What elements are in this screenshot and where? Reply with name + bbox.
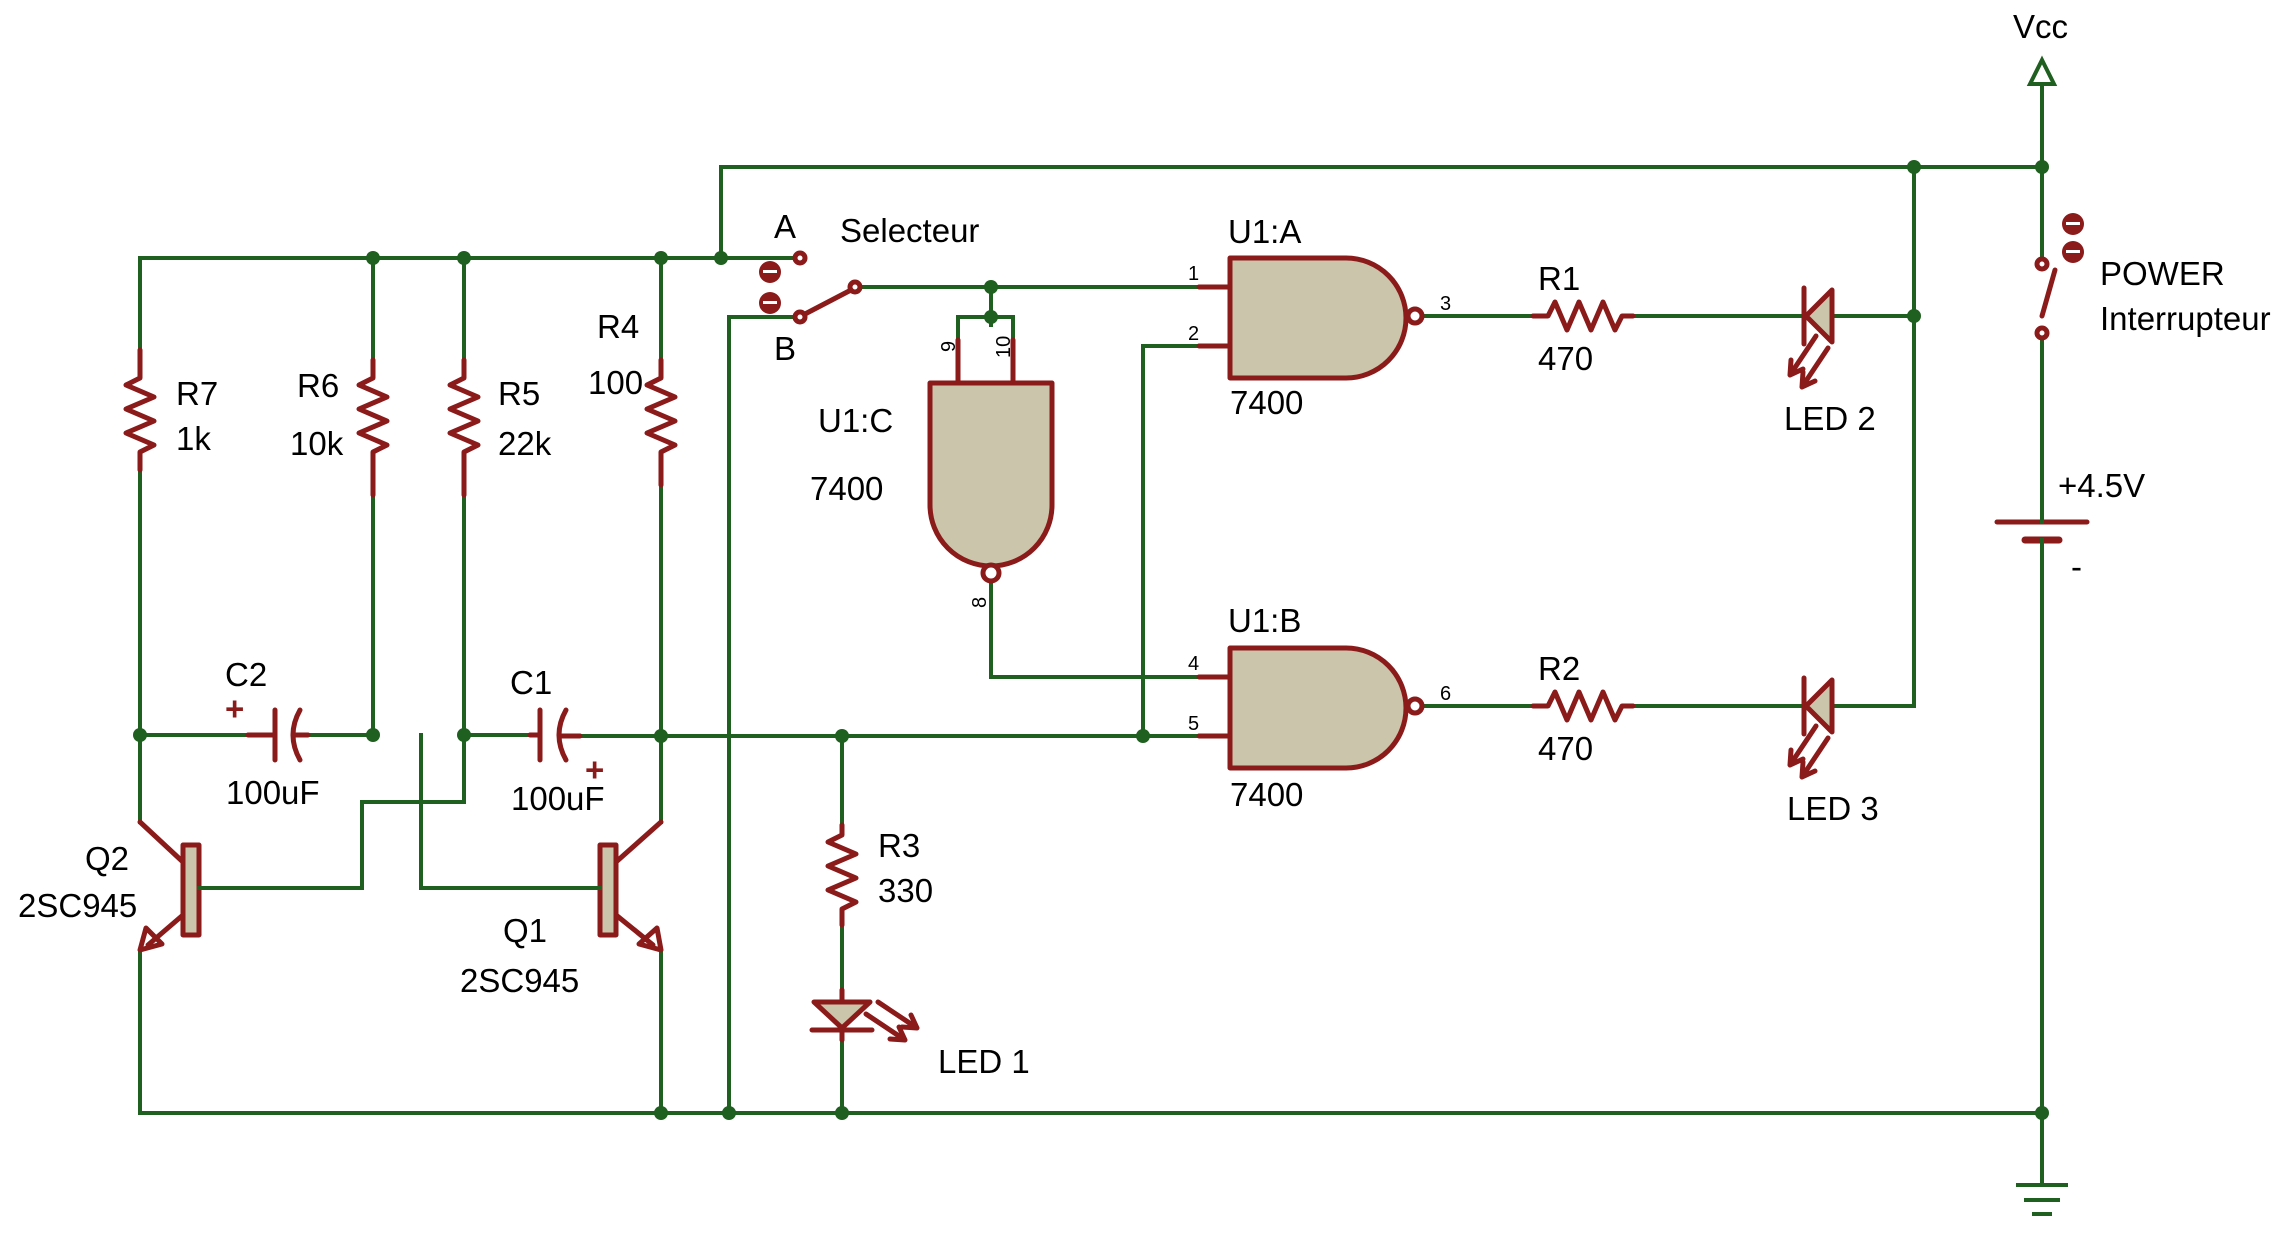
led-3: LED 3	[1787, 675, 1879, 827]
nand-gate-u1c: U1:C 7400 9 10 8	[810, 336, 1055, 608]
transistor-q2: Q2 2SC945	[18, 819, 207, 953]
component-label: B	[774, 330, 796, 367]
vcc-label: Vcc	[2013, 8, 2068, 45]
junction	[835, 1106, 849, 1120]
component-label: 7400	[810, 470, 883, 507]
led-2-label: LED 2	[1784, 400, 1876, 437]
component-label: A	[774, 208, 796, 245]
component-label: 100uF	[511, 780, 605, 817]
selector-switch: A B Selecteur	[759, 208, 979, 367]
led-2: LED 2	[1784, 285, 1876, 437]
capacitor-c1: C1 + 100uF	[510, 664, 605, 817]
junction	[722, 1106, 736, 1120]
component-label: +	[585, 751, 604, 788]
battery-minus-label: -	[2071, 548, 2082, 585]
component-label: 470	[1538, 340, 1593, 377]
component-label: 100	[588, 364, 643, 401]
ground-symbol	[2016, 1183, 2068, 1216]
capacitor-c2: C2 + 100uF	[225, 656, 320, 811]
component-label: 7400	[1230, 776, 1303, 813]
component-label: 22k	[498, 425, 552, 462]
nand-gate-u1b: U1:B 7400 4 5 6	[1188, 602, 1451, 813]
junction	[1907, 160, 1921, 174]
junction	[133, 728, 147, 742]
component-label: R6	[297, 367, 339, 404]
junction	[654, 1106, 668, 1120]
junction	[714, 251, 728, 265]
junction	[366, 728, 380, 742]
component-label: 2	[1188, 323, 1199, 345]
resistor-r2: R2 470	[1530, 650, 1636, 767]
junction	[1136, 729, 1150, 743]
component-label: +	[225, 690, 244, 727]
battery: +4.5V -	[1994, 467, 2145, 585]
component-label: 330	[878, 872, 933, 909]
junction	[1907, 309, 1921, 323]
junction	[984, 280, 998, 294]
resistor-r1: R1 470	[1530, 260, 1636, 377]
component-label: 470	[1538, 730, 1593, 767]
resistor-r4: R4 100	[588, 308, 678, 488]
component-label: R5	[498, 375, 540, 412]
component-label: R1	[1538, 260, 1580, 297]
junction	[457, 728, 471, 742]
resistor-r6: R6 10k	[290, 357, 390, 498]
component-label: C2	[225, 656, 267, 693]
component-label: 1k	[176, 420, 211, 457]
component-label: 10k	[290, 425, 344, 462]
component-label: R2	[1538, 650, 1580, 687]
component-label: U1:B	[1228, 602, 1301, 639]
resistor-r7: R7 1k	[123, 347, 218, 473]
junction	[366, 251, 380, 265]
junction	[2035, 160, 2049, 174]
junction	[654, 729, 668, 743]
led-1: LED 1	[809, 987, 1030, 1080]
power-label: POWER	[2100, 255, 2225, 292]
component-label: C1	[510, 664, 552, 701]
junction	[835, 729, 849, 743]
component-label: R7	[176, 375, 218, 412]
component-label: 2SC945	[18, 887, 137, 924]
transistor-q1: Q1 2SC945	[460, 819, 664, 999]
component-label: 10	[993, 336, 1015, 358]
component-label: 5	[1188, 713, 1199, 735]
component-label: 9	[938, 341, 960, 352]
led-3-label: LED 3	[1787, 790, 1879, 827]
component-label: R4	[597, 308, 639, 345]
component-label: U1:C	[818, 402, 893, 439]
component-label: 8	[969, 597, 991, 608]
resistor-r5: R5 22k	[447, 357, 552, 498]
component-label: Q2	[85, 840, 129, 877]
selector-label: Selecteur	[840, 212, 979, 249]
nand-gate-u1a: U1:A 7400 1 2 3	[1188, 213, 1451, 421]
component-label: 6	[1440, 683, 1451, 705]
battery-label: +4.5V	[2058, 467, 2145, 504]
resistor-r3: R3 330	[825, 822, 933, 928]
junctions	[133, 160, 2049, 1120]
component-label: 7400	[1230, 384, 1303, 421]
component-label: 100uF	[226, 774, 320, 811]
junction	[654, 251, 668, 265]
junction	[984, 310, 998, 324]
component-label: U1:A	[1228, 213, 1301, 250]
component-label: 3	[1440, 293, 1451, 315]
led-1-label: LED 1	[938, 1043, 1030, 1080]
junction	[457, 251, 471, 265]
junction	[2035, 1106, 2049, 1120]
component-label: R3	[878, 827, 920, 864]
power-switch: POWER Interrupteur	[2034, 213, 2271, 341]
component-label: 1	[1188, 263, 1199, 285]
component-label: Q1	[503, 912, 547, 949]
component-label: 4	[1188, 653, 1199, 675]
wires	[138, 115, 2044, 1187]
vcc-terminal: Vcc	[2013, 8, 2068, 119]
component-label: 2SC945	[460, 962, 579, 999]
interrupteur-label: Interrupteur	[2100, 300, 2271, 337]
